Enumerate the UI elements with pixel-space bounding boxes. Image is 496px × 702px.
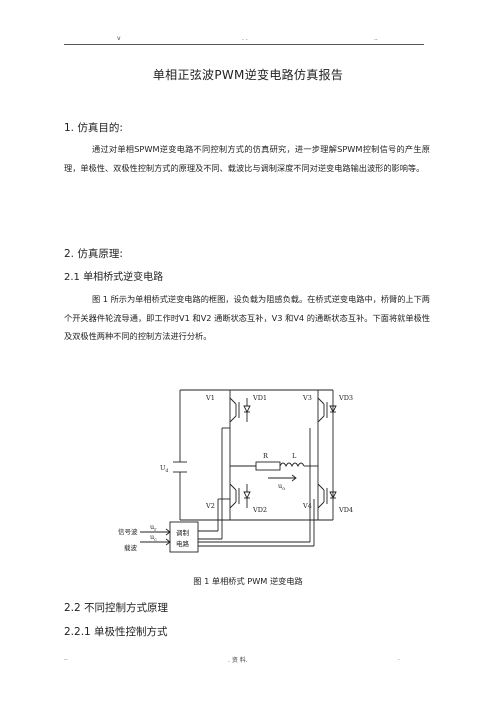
label-uc-sub: c — [154, 538, 157, 543]
section2-2-1-heading: 2.2.1 单极性控制方式 — [64, 626, 168, 638]
label-ur-sub: r — [154, 528, 157, 533]
section2-heading: 2. 仿真原理: — [64, 248, 123, 260]
document-title: 单相正弦波PWM逆变电路仿真报告 — [152, 68, 344, 82]
footer-right: . — [398, 655, 400, 662]
label-vd4: VD4 — [338, 506, 353, 514]
header-middle: . . — [242, 35, 248, 42]
label-vd3: VD3 — [338, 394, 353, 402]
section1-heading: 1. 仿真目的: — [64, 122, 123, 134]
label-uo: u — [278, 482, 282, 490]
label-carrier-wave: 载波 — [124, 543, 138, 552]
label-signal-wave: 信号波 — [118, 527, 138, 536]
label-ud: U — [160, 464, 166, 472]
figure-caption: 图 1 单相桥式 PWM 逆变电路 — [193, 576, 303, 586]
svg-text:uc: uc — [150, 533, 157, 543]
label-ud-sub: d — [165, 468, 168, 474]
label-v1: V1 — [205, 394, 215, 402]
section1-paragraph: 通过对单相SPWM逆变电路不同控制方式的仿真研究，进一步理解SPWM控制信号的产… — [64, 144, 430, 173]
label-ur: u — [150, 523, 154, 531]
footer-left: .. — [64, 655, 68, 662]
section2-1-heading: 2.1 单相桥式逆变电路 — [64, 272, 164, 283]
label-modulator-2: 电路 — [176, 539, 190, 548]
label-r: R — [263, 452, 269, 460]
header-left: v — [117, 35, 121, 42]
label-l: L — [292, 452, 297, 460]
section2-2-heading: 2.2 不同控制方式原理 — [64, 602, 169, 614]
label-v3: V3 — [302, 394, 312, 402]
label-vd2: VD2 — [252, 506, 267, 514]
label-uc: u — [150, 533, 154, 541]
footer-middle: . 资 料. — [228, 657, 248, 664]
svg-text:ur: ur — [150, 523, 157, 533]
header-right: .. — [374, 35, 378, 42]
label-v4: V4 — [302, 502, 312, 510]
label-v2: V2 — [205, 502, 215, 510]
inverter-circuit-diagram: V1 VD1 V2 VD2 V3 VD3 V4 VD4 Ud R L uo ur… — [118, 389, 353, 553]
svg-text:uo: uo — [278, 482, 285, 492]
svg-text:Ud: Ud — [160, 464, 168, 474]
label-vd1: VD1 — [252, 394, 267, 402]
label-modulator-1: 调制 — [176, 528, 190, 537]
label-uo-sub: o — [282, 487, 285, 492]
section2-1-paragraph: 图 1 所示为单相桥式逆变电路的框图，设负载为阻感负载。在桥式逆变电路中，桥臂的… — [64, 294, 430, 341]
header-rule — [64, 44, 424, 45]
